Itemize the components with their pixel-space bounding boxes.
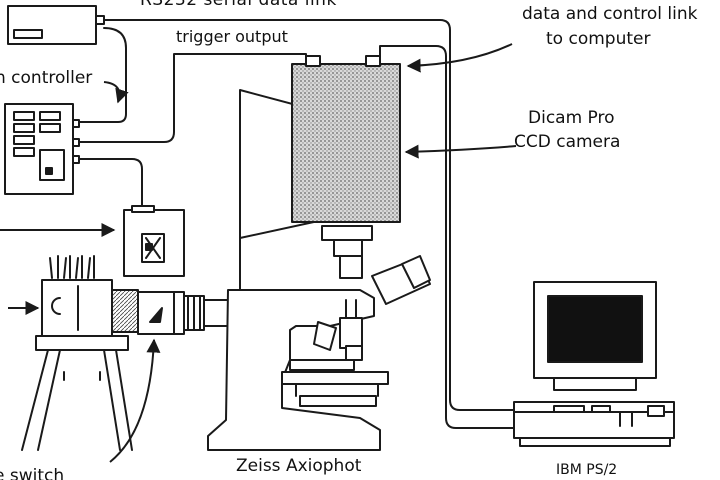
controller-unit <box>4 103 80 195</box>
computer-monitor <box>533 281 657 391</box>
lamp-housing <box>41 255 139 337</box>
lamp-stand <box>21 335 133 451</box>
data-control-label-line1: data and control link <box>522 4 698 24</box>
camera-label-line1: Dicam Pro <box>528 108 615 128</box>
shutter-coupling <box>137 291 229 335</box>
shutter-driver <box>123 205 185 277</box>
annotation-arrows <box>0 43 517 463</box>
cables <box>78 19 515 429</box>
switch-label: e switch <box>0 466 65 480</box>
trigger-output-label: trigger output <box>176 27 288 46</box>
computer-label: IBM PS/2 <box>556 462 618 478</box>
data-control-label-line2: to computer <box>546 29 651 49</box>
ccd-camera <box>291 55 401 223</box>
rs232-label: RS232 serial data link <box>140 0 337 10</box>
controller-label: n controller <box>0 68 93 88</box>
serial-device <box>7 5 105 45</box>
computer-base <box>513 401 675 447</box>
microscope-label: Zeiss Axiophot <box>236 456 362 476</box>
camera-label-line2: CCD camera <box>514 132 621 152</box>
